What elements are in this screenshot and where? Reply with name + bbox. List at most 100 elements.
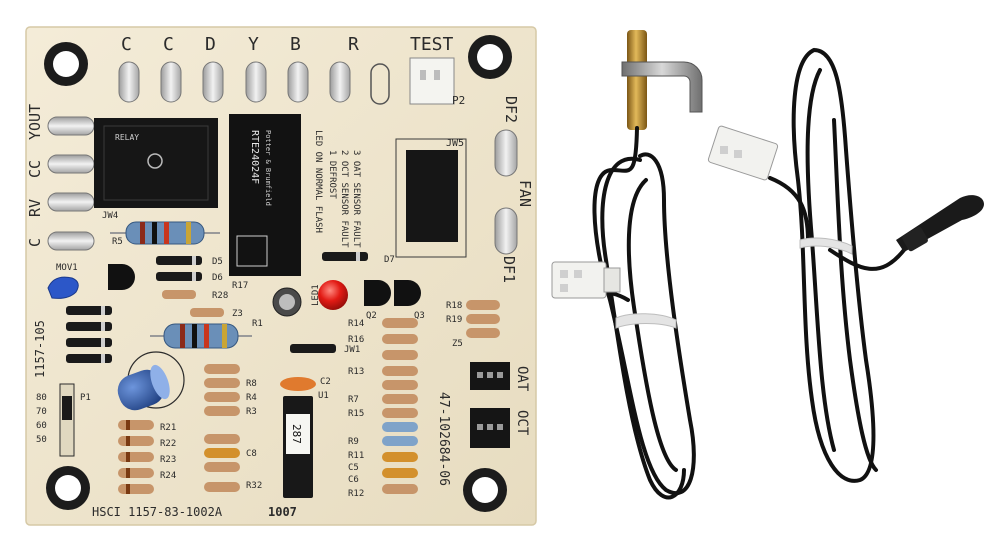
label-jw4: JW4 [102,211,118,221]
mounting-holes [44,35,512,512]
label-d6: D6 [212,273,223,283]
label-r8: R8 [246,379,257,389]
cable-tie-2 [799,237,853,255]
scale-60: 60 [36,421,47,431]
label-r15: R15 [348,409,364,419]
label-jw5: JW5 [446,138,464,149]
label-r24: R24 [160,471,176,481]
label-y: Y [248,34,259,55]
label-c1: C [121,34,132,55]
led-legend-title: LED ON NORMAL FLASH [313,130,323,233]
led-legend-line-3: 3 OAT SENSOR FAULT [351,150,361,248]
resistor-bank-middle [204,364,240,492]
ic-label: 287 [290,424,303,444]
label-r7: R7 [348,395,359,405]
label-c5: C5 [348,463,359,473]
diodes-upper [156,256,202,281]
relay-k1: RELAY [94,118,218,208]
label-c2: C [163,34,174,55]
label-model-number: HSCI 1157-83-1002A [92,505,223,519]
label-oat: OAT [514,366,530,392]
label-r21: R21 [160,423,176,433]
label-z5: Z5 [452,339,463,349]
sensor-connector-1 [551,261,621,299]
label-r19: R19 [446,315,462,325]
label-r1: R1 [252,319,263,329]
transistor-q2 [364,280,391,306]
diodes-left [66,306,112,363]
led-legend: LED ON NORMAL FLASH 1 DEFROST 2 OCT SENS… [313,130,361,248]
scale-80: 80 [36,393,47,403]
label-c-left: C [26,238,44,247]
label-cc: CC [26,160,44,178]
label-r11: R11 [348,451,364,461]
cable-tie-1 [615,313,677,329]
label-c8: C8 [246,449,257,459]
label-c2: C2 [320,377,331,387]
label-r12: R12 [348,489,364,499]
transistor-q3 [394,280,421,306]
resistor-power [150,323,252,349]
label-r28: R28 [212,291,228,301]
label-d5: D5 [212,257,223,267]
label-u1: U1 [318,391,329,401]
label-r23: R23 [160,455,176,465]
sensor-coil-sensor [551,30,703,500]
brass-sensor-body [627,30,647,130]
diode-jw1 [290,344,336,353]
control-board: C C D Y B R TEST P2 YOUT CC RV C [25,26,537,526]
sensor-connector-2 [707,125,779,181]
label-part-number: 47-102684-06 [436,392,451,486]
resistor-bank-far-right [466,300,500,338]
label-b: B [290,34,301,55]
label-c6: C6 [348,475,359,485]
label-fan: FAN [516,180,534,207]
resistor-bank-left [118,420,154,494]
label-date-code: 1007 [268,505,297,519]
scale-50: 50 [36,435,47,445]
label-r17: R17 [232,281,248,291]
label-side-code: 1157-105 [33,320,47,378]
label-test: TEST [410,34,454,55]
test-connector [409,57,455,105]
transistor-q1 [108,264,135,290]
sensor-header-oct [470,408,510,448]
left-terminal-labels: YOUT CC RV C [26,104,44,247]
label-p2: P2 [452,94,465,107]
resistor-r5 [110,221,220,245]
relay-rte: RTE24024F Potter & Brumfield [229,114,301,276]
sensor-ambient-probe [707,48,984,483]
resistor-z3 [190,308,224,317]
right-spade-terminals [494,129,518,255]
mov-varistor [47,276,79,299]
defrost-scale: 80 70 60 50 [36,393,47,445]
label-r16: R16 [348,335,364,345]
label-r5: R5 [112,237,123,247]
resistor-r28 [162,290,196,299]
label-z3: Z3 [232,309,243,319]
sensor-clip [621,61,703,113]
label-q3: Q3 [414,311,425,321]
label-d7: D7 [384,255,395,265]
label-mov: MOV1 [56,263,78,273]
led-indicator [318,280,348,310]
scale-70: 70 [36,407,47,417]
label-p1: P1 [80,393,91,403]
label-df2: DF2 [502,96,520,123]
label-r14: R14 [348,319,364,329]
label-rv: RV [26,199,44,217]
led-legend-line-1: 1 DEFROST [327,150,337,199]
label-r4: R4 [246,393,257,403]
svg-text:RELAY: RELAY [115,133,139,142]
relay-maker-label: Potter & Brumfield [264,130,272,206]
top-terminal-labels: C C D Y B R TEST [121,34,454,55]
label-df1: DF1 [500,256,518,283]
label-oct: OCT [514,410,530,436]
relay-model-label: RTE24024F [249,130,260,184]
label-r3: R3 [246,407,257,417]
resistor-bank-right [382,318,418,494]
label-jw1: JW1 [344,345,360,355]
label-r13: R13 [348,367,364,377]
label-led: LED1 [311,284,321,306]
ic-sticker [286,414,310,454]
